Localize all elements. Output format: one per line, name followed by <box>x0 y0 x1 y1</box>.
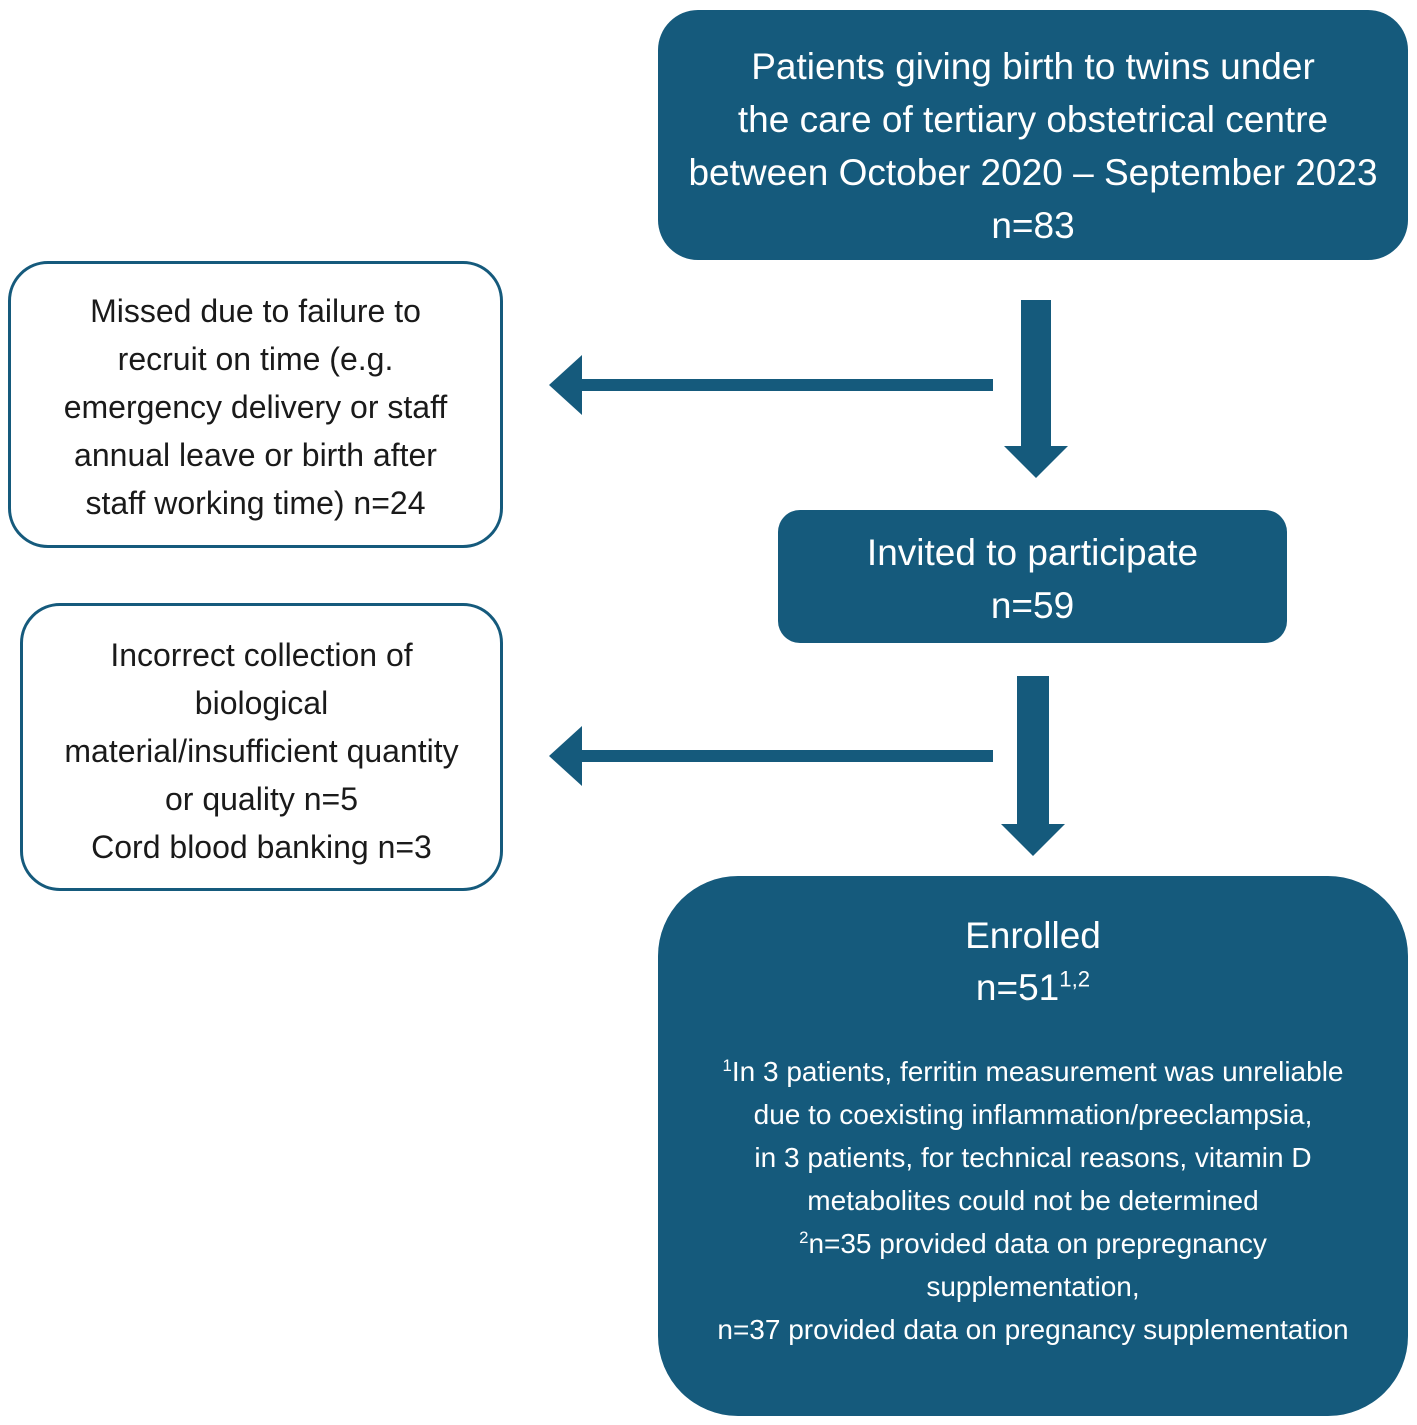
arrow-down-to-invited <box>1004 300 1068 478</box>
arrow-down-to-enrolled <box>1001 676 1065 856</box>
box-text-line: Incorrect collection of <box>110 637 413 673</box>
footnote-marker: 1,2 <box>1059 966 1091 992</box>
box-text-line: material/insufficient quantity <box>64 733 459 769</box>
box-text-line: the care of tertiary obstetrical centre <box>737 99 1329 140</box>
box-title: Enrolled <box>965 915 1101 956</box>
footnote-line: metabolites could not be determined <box>807 1185 1259 1216</box>
box-count: n=59 <box>990 585 1075 626</box>
footnote-line: in 3 patients, for technical reasons, vi… <box>754 1142 1312 1173</box>
arrow-left-to-missed <box>549 355 993 415</box>
box-enrolled: Enrolled n=511,2 1In 3 patients, ferriti… <box>658 876 1408 1416</box>
footnote-marker: 2 <box>799 1227 809 1247</box>
box-text-line: recruit on time (e.g. <box>117 341 394 377</box>
box-count: n=83 <box>991 205 1075 246</box>
box-excluded-missed: Missed due to failure to recruit on time… <box>8 261 503 548</box>
box-text-line: Patients giving birth to twins under <box>751 46 1315 87</box>
footnote-marker: 1 <box>722 1055 732 1075</box>
box-text-line: biological <box>194 685 329 721</box>
box-text-line: Cord blood banking n=3 <box>91 829 432 865</box>
box-text-line: Missed due to failure to <box>90 293 421 329</box>
box-text-line: staff working time) n=24 <box>85 485 426 521</box>
box-count: n=511,2 <box>658 962 1408 1014</box>
box-text-line: emergency delivery or staff <box>63 389 448 425</box>
footnote-line: due to coexisting inflammation/preeclamp… <box>753 1099 1313 1130</box>
footnote-line: supplementation, <box>926 1271 1140 1302</box>
footnote-line: 2n=35 provided data on prepregnancy <box>658 1222 1408 1265</box>
arrow-left-to-incorrect <box>549 726 993 786</box>
footnote-text: n=35 provided data on prepregnancy <box>808 1228 1267 1259</box>
box-text-line: Invited to participate <box>866 532 1199 573</box>
box-invited: Invited to participate n=59 <box>778 510 1287 643</box>
footnote-line: 1In 3 patients, ferritin measurement was… <box>658 1050 1408 1093</box>
box-total-patients: Patients giving birth to twins under the… <box>658 10 1408 260</box>
footnote-line: n=37 provided data on pregnancy suppleme… <box>717 1314 1349 1345</box>
count-value: n=51 <box>975 967 1060 1008</box>
box-text-line: or quality n=5 <box>164 781 358 817</box>
footnote-text: In 3 patients, ferritin measurement was … <box>731 1056 1344 1087</box>
box-text-line: between October 2020 – September 2023 <box>688 152 1378 193</box>
footnotes: 1In 3 patients, ferritin measurement was… <box>658 1050 1408 1351</box>
box-excluded-incorrect: Incorrect collection of biological mater… <box>20 603 503 891</box>
box-text-line: annual leave or birth after <box>74 437 437 473</box>
